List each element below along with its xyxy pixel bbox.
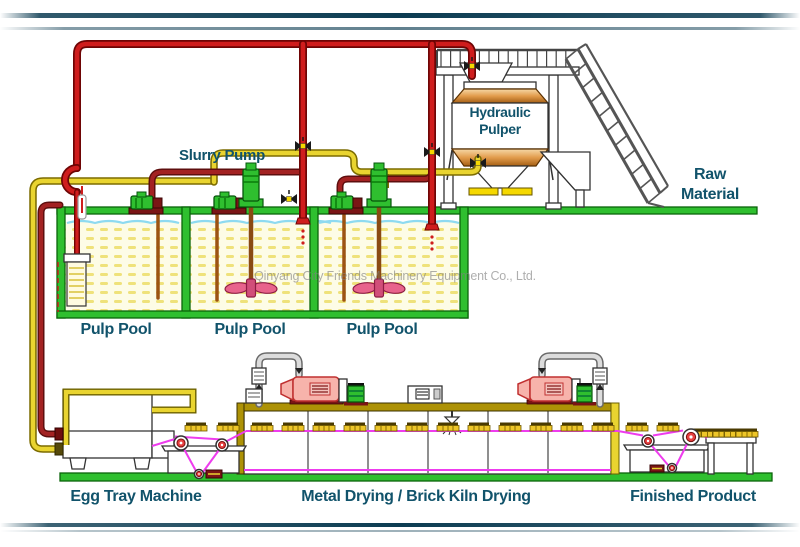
pulper-leg [548,74,559,209]
hot-air-ducts [251,352,608,408]
pool-agitators [224,162,406,298]
egg-tray-stacks [184,422,759,438]
conveyor-belt-lines [151,429,708,473]
fan-unit [344,383,368,406]
pulper-top-band [450,88,550,104]
discharge-chute [539,151,591,191]
kiln-top-box [245,388,263,404]
pool-strainer [63,253,91,307]
belt-pulleys [173,428,700,480]
label-pulp-pool-1: Pulp Pool [80,321,152,338]
label-slurry-pump: Slurry Pump [179,147,265,164]
level-gauge [77,186,87,220]
pipe-flange [54,442,64,456]
red-slurry-pipes [37,40,476,441]
pulper-body [451,102,549,150]
pulp-pools [56,206,758,319]
bottom-divider-line-2 [0,530,800,532]
watermark-text: Qinyang City Friends Machinery Equipment… [254,269,536,283]
label-finished-product: Finished Product [630,488,756,505]
kiln-top-assembly [407,385,443,404]
label-pulp-pool-2: Pulp Pool [214,321,286,338]
fan-unit [573,383,596,406]
staircase [564,43,669,208]
burner-unit [280,376,348,405]
label-egg-tray-machine: Egg Tray Machine [70,488,202,505]
pipe-flange [54,427,64,441]
label-drying-section: Metal Drying / Brick Kiln Drying [301,488,531,505]
machine-body [62,389,153,459]
hydraulic-pulper-unit [435,43,669,210]
kiln-frame-right [610,402,620,475]
top-divider-line-2 [0,27,800,30]
drying-kiln [236,352,620,475]
egg-tray-machine-unit [62,388,197,470]
top-divider-line [0,13,800,18]
dip-pipes [156,210,346,302]
label-pulp-pool-3: Pulp Pool [346,321,418,338]
pulper-bottom-band [450,148,550,167]
burner-unit [517,376,581,405]
label-raw-material: Raw Material [680,166,740,203]
slurry-pumps [128,191,364,215]
label-hydraulic-pulper: Hydraulic Pulper [469,104,531,137]
bottom-divider-line [0,523,800,527]
pipe-valves [281,57,486,204]
yellow-pulp-pipes [29,149,482,456]
